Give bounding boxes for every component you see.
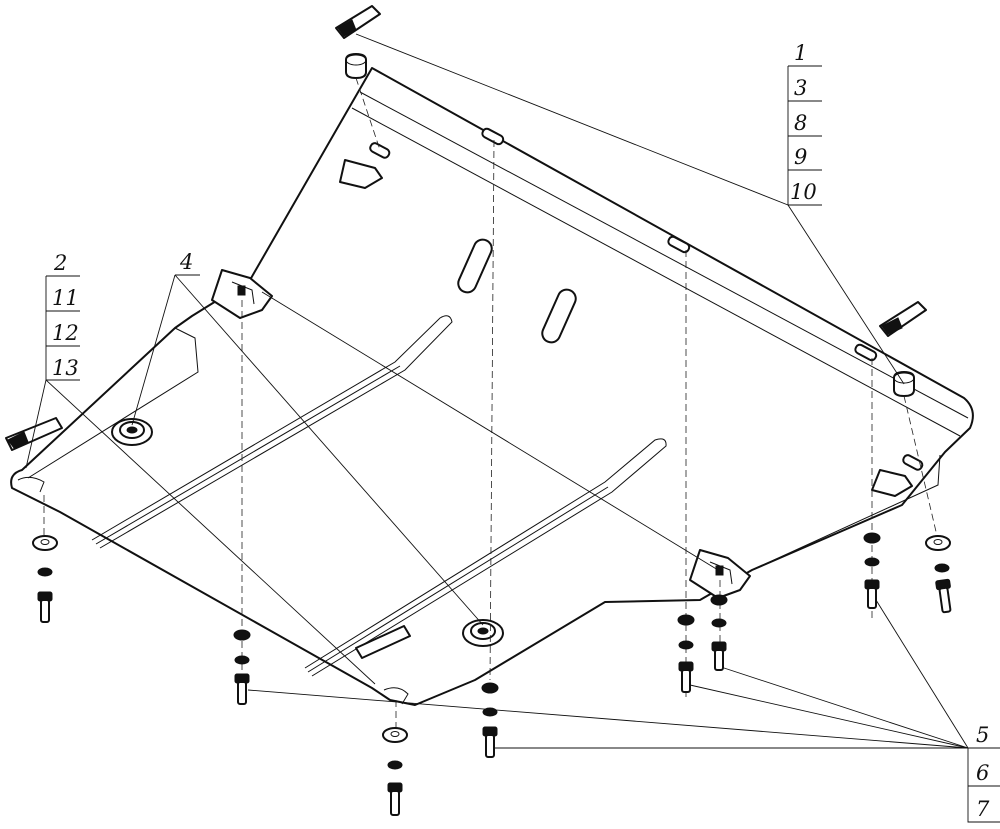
oval-slot-right — [541, 288, 577, 344]
callout-label: 7 — [976, 797, 990, 821]
plate-cutouts — [339, 127, 924, 497]
callout-label: 9 — [794, 145, 807, 169]
slot-right-lower — [902, 454, 924, 471]
callout-stack-bottom-right: 5 6 7 — [967, 723, 1000, 823]
slot-top-middle — [481, 127, 505, 146]
slot-top-right — [667, 235, 691, 254]
callout-label: 2 — [53, 251, 67, 275]
callout-plate: 4 — [175, 250, 200, 276]
callout-label: 13 — [52, 356, 79, 380]
callout-label: 5 — [976, 723, 989, 747]
square-cutout-right — [871, 469, 913, 497]
fastener-stack-center — [481, 682, 499, 758]
callout-label: 10 — [790, 180, 817, 204]
fastener-stack-bracket-right-b — [710, 594, 728, 671]
spacer-top — [345, 53, 367, 79]
callout-label: 6 — [976, 761, 989, 785]
callout-label: 8 — [794, 111, 807, 135]
clip-nut-bottom — [355, 625, 411, 659]
fastener-stack-bracket-left — [233, 629, 251, 705]
fastener-stack-bracket-right-a — [677, 614, 695, 693]
callout-stack-left: 2 11 12 13 — [45, 251, 80, 381]
square-cutout-top — [339, 159, 383, 189]
fastener-stack-right — [863, 532, 881, 609]
clip-nut-right — [879, 301, 927, 337]
callout-label: 4 — [179, 250, 193, 274]
oval-slot-left — [457, 238, 493, 294]
stiffener-rib-left — [91, 315, 453, 549]
rivet-nut-bottom — [462, 619, 504, 647]
callout-label: 3 — [794, 76, 807, 100]
callout-label: 12 — [52, 321, 79, 345]
bracket-left — [211, 269, 273, 319]
fastener-stack-bottom — [382, 727, 408, 816]
clip-nut-top-left — [335, 5, 381, 39]
slot-top-left — [369, 142, 391, 159]
rivet-nut-left — [111, 418, 153, 446]
leader-lines — [25, 33, 969, 749]
callout-label: 1 — [794, 41, 807, 65]
fastener-stack-far-right — [925, 535, 952, 614]
slot-right-end — [854, 343, 878, 362]
fastener-stack-left — [32, 535, 58, 623]
callout-stack-top-right: 1 3 8 9 10 — [787, 41, 822, 206]
callout-label: 11 — [52, 286, 79, 310]
stiffener-rib-right — [304, 438, 667, 677]
